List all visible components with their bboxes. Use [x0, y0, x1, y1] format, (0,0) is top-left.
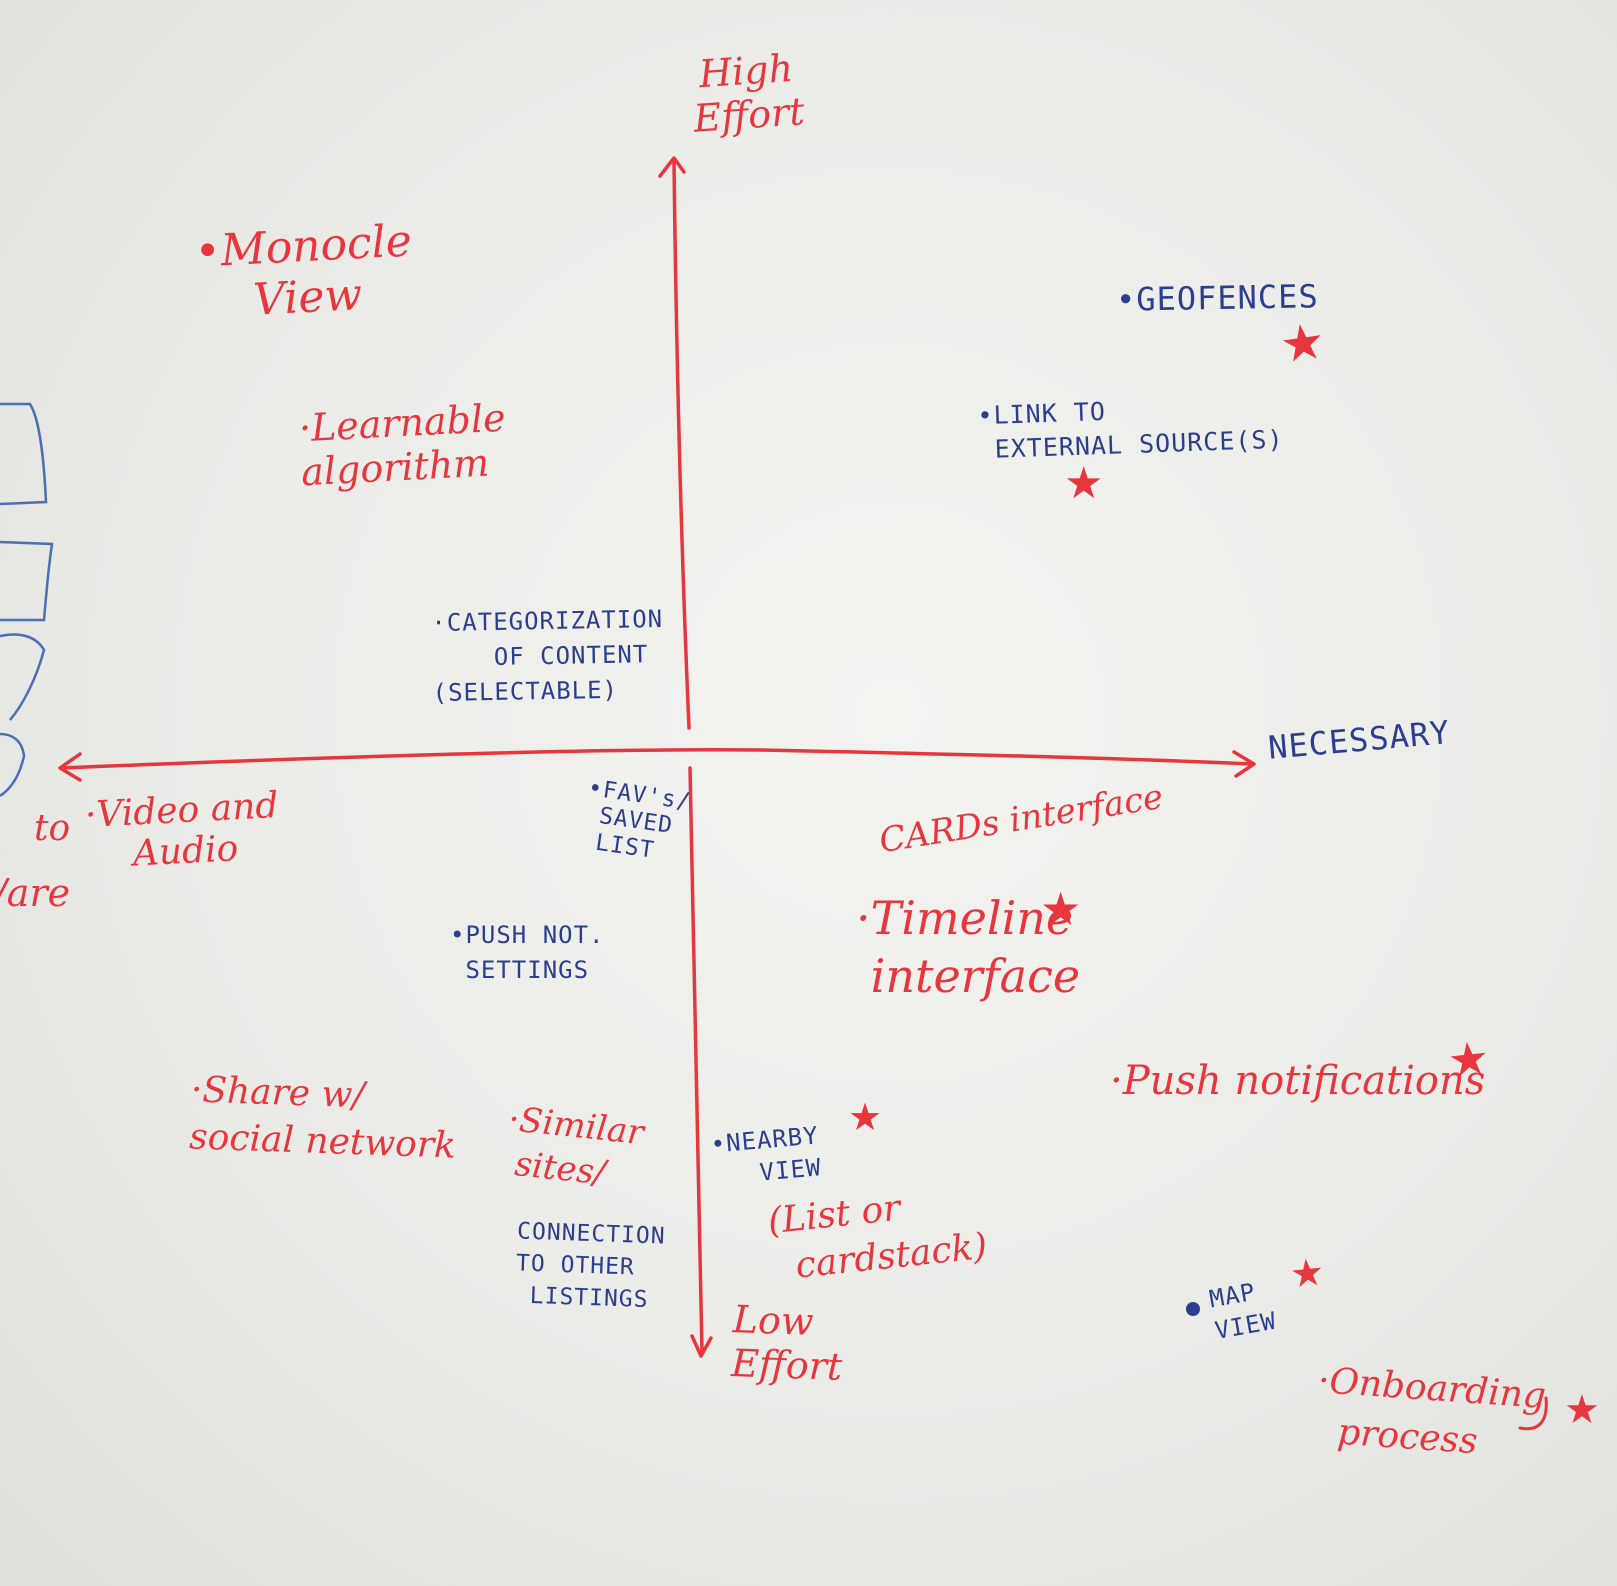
onboarding-bracket: [1518, 1396, 1548, 1431]
item-favs-saved-list: •FAV's/ SAVED LIST: [579, 775, 693, 864]
cropped-text-are: /are: [0, 871, 71, 915]
left-sketch-shape-1: [0, 402, 48, 506]
item-push-not-settings: •PUSH NOT. SETTINGS: [450, 921, 605, 984]
map-view-bullet: [1186, 1302, 1200, 1316]
left-sketch-shape-2: [0, 540, 54, 622]
star-icon: ★: [1287, 1249, 1327, 1297]
left-sketch-shape-4: [0, 732, 26, 798]
horizontal-axis-right-arrowhead: [1232, 750, 1256, 778]
vertical-axis-bottom-arrowhead: [690, 1334, 713, 1358]
horizontal-axis: [60, 747, 1254, 770]
star-icon: ★: [1040, 882, 1082, 936]
axis-label-low-effort: Low Effort: [730, 1297, 843, 1389]
item-learnable-algorithm: ·Learnable algorithm: [297, 395, 507, 495]
item-nearby-view: •NEARBY VIEW: [709, 1121, 823, 1191]
item-categorization-of-content: ·CATEGORIZATION OF CONTENT (SELECTABLE): [431, 604, 664, 707]
item-push-notifications: ·Push notifications: [1110, 1058, 1486, 1104]
star-icon: ★: [848, 1095, 883, 1139]
item-monocle-view: •Monocle View: [193, 215, 413, 329]
star-icon: ★: [1276, 311, 1329, 375]
item-geofences: •GEOFENCES: [1115, 277, 1319, 319]
cropped-text-to: to: [34, 808, 71, 849]
star-icon: ★: [1564, 1387, 1600, 1433]
item-onboarding-process: ·Onboarding process: [1313, 1360, 1548, 1463]
axis-label-high-effort: High Effort: [692, 45, 806, 141]
star-icon: ★: [1064, 458, 1104, 509]
left-sketch-shape-3: [0, 633, 46, 721]
item-link-external-source: •LINK TO EXTERNAL SOURCE(S): [976, 396, 1284, 465]
vertical-axis-top: [672, 160, 691, 730]
vertical-axis-top-arrowhead: [658, 156, 686, 178]
item-map-view: MAP VIEW: [1207, 1277, 1279, 1346]
horizontal-axis-left-arrowhead: [58, 752, 82, 782]
star-icon: ★: [1445, 1029, 1492, 1089]
item-similar-sites: ·Similar sites/: [501, 1099, 646, 1194]
item-connection-to-other-listings: CONNECTION TO OTHER LISTINGS: [514, 1218, 667, 1314]
item-share-social-network: ·Share w/ social network: [188, 1069, 457, 1167]
vertical-axis-bottom: [688, 766, 704, 1354]
item-video-and-audio: ·Video and Audio: [83, 784, 280, 878]
item-timeline-interface: ·Timeline interface: [856, 891, 1081, 1003]
